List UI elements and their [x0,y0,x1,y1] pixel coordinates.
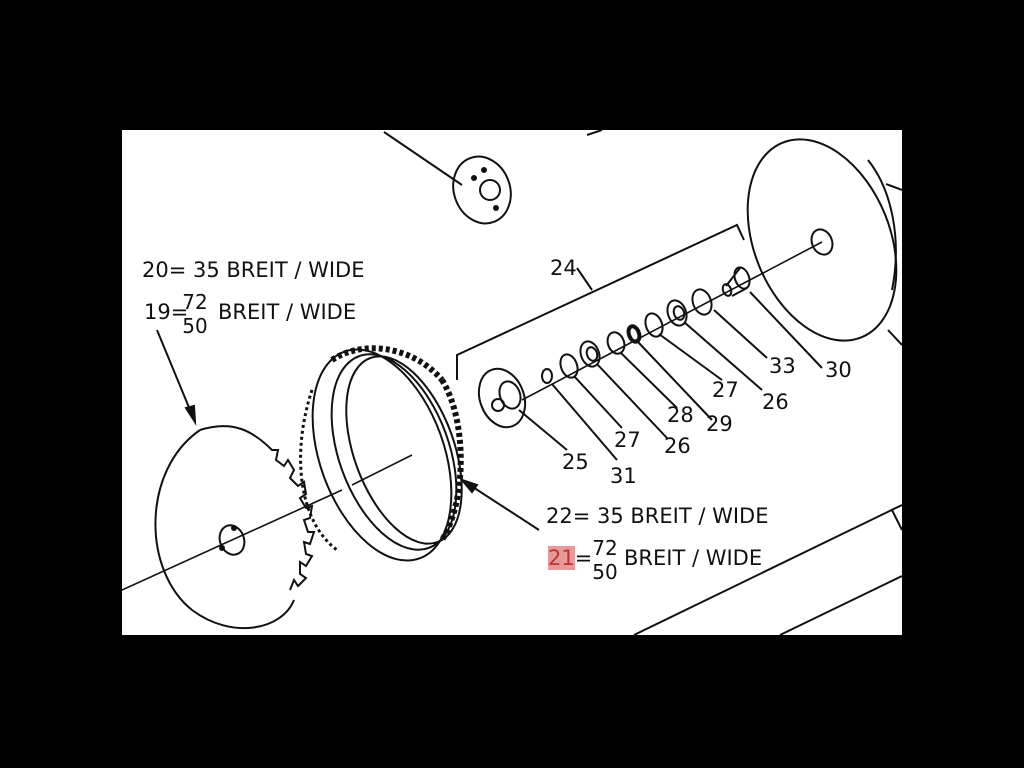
bracket-24 [456,223,745,380]
leader-27a [573,375,623,429]
leader-30 [749,291,823,369]
label-21-denominator: 50 [592,560,618,584]
label-28: 28 [667,403,694,427]
frame-line-bottom [633,504,902,635]
ring-part-27a [559,353,579,379]
leader-31 [551,383,618,461]
left-gear-disc-part-19 [154,425,316,630]
shaft-part-30 [721,266,751,297]
frame-line-bottom2 [779,575,902,635]
label-21-equals: = [574,546,593,570]
leader-25 [518,409,568,451]
label-21-suffix: BREIT / WIDE [624,546,763,570]
ring-part-31 [541,368,553,384]
drawing-sheet: 20= 35 BREIT / WIDE 19= 72 50 BREIT / WI… [122,130,902,635]
label-24: 24 [550,256,577,280]
exploded-view-drawing [122,130,902,635]
ring-part-27b [644,312,664,338]
label-27a: 27 [614,428,641,452]
label-19-denominator: 50 [182,314,208,338]
label-26a: 26 [664,434,691,458]
leader-26b [683,321,763,391]
label-30: 30 [825,358,852,382]
bearing-part-26a [579,340,601,368]
edge-line-top [586,130,603,136]
leader-33 [713,309,768,359]
seal-part-29 [626,324,642,344]
label-31: 31 [610,464,637,488]
ring-part-33 [691,288,713,316]
leader-top-washer [383,131,463,186]
label-21-prefix: 21= [548,546,593,570]
label-20: 20= 35 BREIT / WIDE [142,258,365,282]
label-19-numerator: 72 [182,290,208,314]
top-washer-part [452,155,512,225]
hub-part-25 [477,367,527,429]
bearing-part-26b [666,299,688,327]
label-19-prefix: 19= [144,300,189,324]
label-27b: 27 [712,378,739,402]
leader-28 [619,351,678,409]
label-21-highlight: 21 [548,546,575,570]
belt-ring-part-21-22 [299,345,464,562]
axis-line-mid [351,454,413,486]
label-26b: 26 [762,390,789,414]
label-22: 22= 35 BREIT / WIDE [546,504,769,528]
leader-26a [596,363,668,439]
leader-29 [637,341,713,421]
leader-24 [576,267,593,291]
frame-line-edge [891,509,902,531]
label-33: 33 [769,354,796,378]
label-29: 29 [706,412,733,436]
leader-27b [658,333,723,381]
label-21-numerator: 72 [592,536,618,560]
label-19-suffix: BREIT / WIDE [218,300,357,324]
ring-part-28 [606,331,626,355]
label-25: 25 [562,450,589,474]
right-disc-part-30 [746,138,902,346]
axis-line-left [122,489,343,591]
